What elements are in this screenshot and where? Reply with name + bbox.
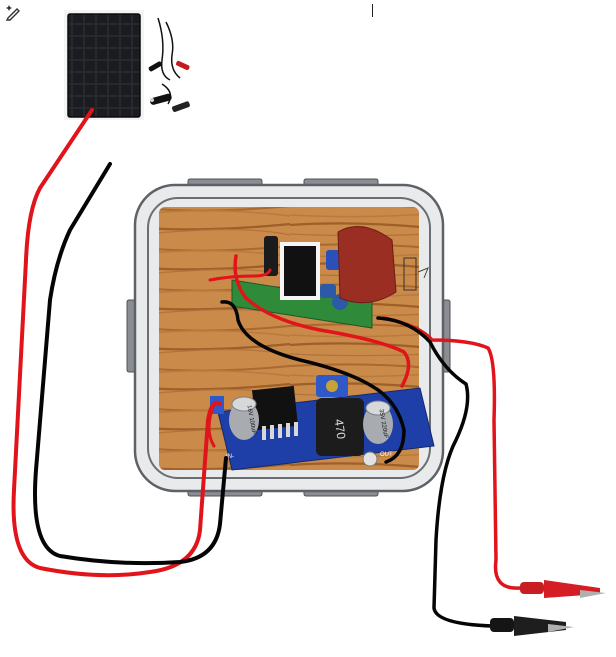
black-alligator-clip — [490, 616, 574, 636]
capacitor-1-label: 16V 100uF — [245, 405, 256, 435]
accessory-cables-icon — [148, 17, 190, 112]
inductor-label: 470 — [332, 418, 349, 440]
wires — [11, 108, 522, 628]
text-caret — [372, 4, 373, 17]
solar-panel — [64, 10, 144, 120]
out-label: OUT — [380, 452, 393, 458]
output-negative-wire — [376, 316, 494, 628]
arrow-icon — [417, 267, 429, 279]
ac-power-board — [231, 226, 417, 329]
red-alligator-clip — [520, 580, 606, 598]
panel-negative-wire — [33, 162, 228, 566]
internal-positive-wire-2 — [208, 268, 272, 282]
draw-pen-sparkle-icon[interactable] — [4, 2, 24, 22]
panel-positive-wire — [11, 108, 222, 578]
output-positive-wire — [382, 316, 522, 590]
buck-converter-module: 470 16V 100uF 35V 220uF IN- OUT — [210, 375, 435, 471]
ic-pins-icon — [262, 422, 298, 440]
internal-negative-wire — [220, 300, 406, 464]
capacitor-2-label: 35V 220uF — [377, 409, 388, 439]
internal-positive-wire — [233, 254, 411, 388]
in-label: IN- — [226, 454, 234, 460]
capacitor-1: 16V 100uF — [229, 396, 259, 440]
capacitor-2: 35V 220uF — [363, 400, 393, 444]
